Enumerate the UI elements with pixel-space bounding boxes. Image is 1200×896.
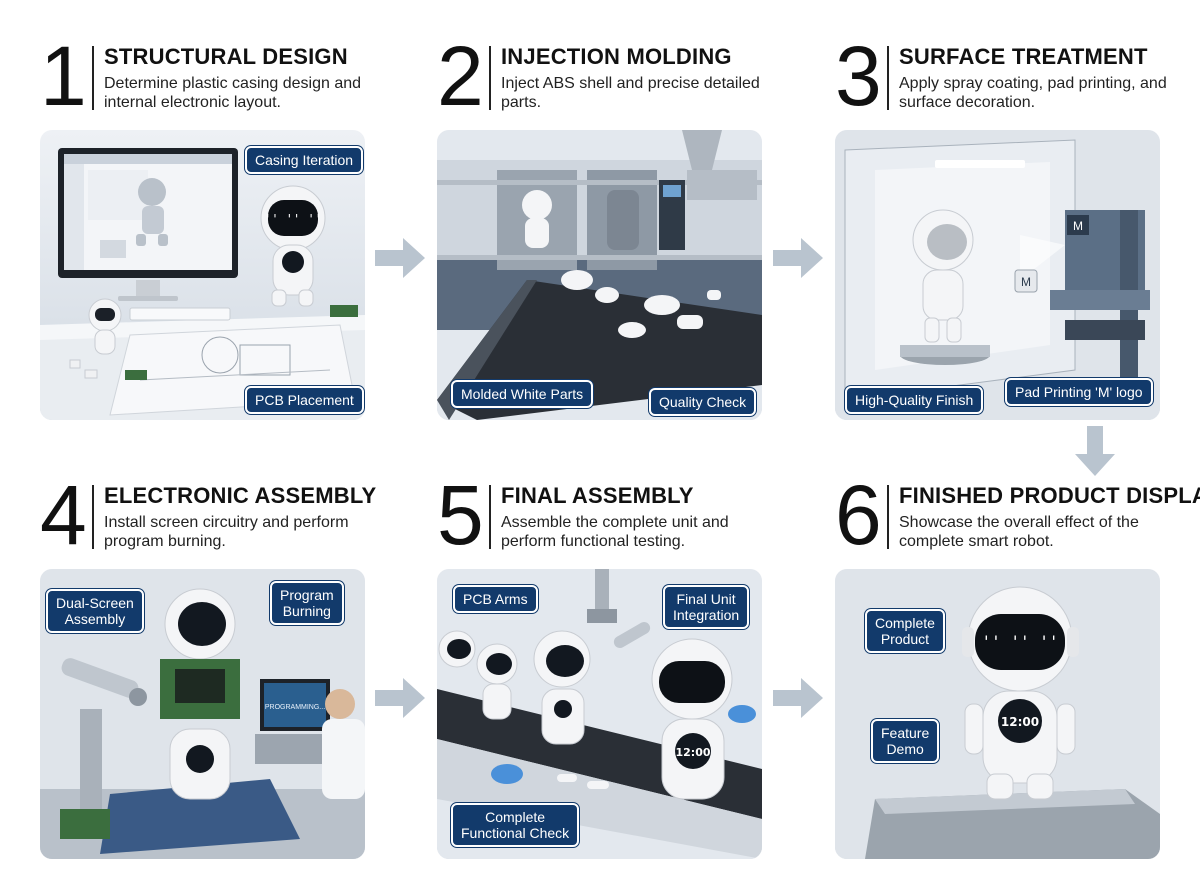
callout-dual-screen-assembly: Dual-Screen Assembly — [46, 589, 144, 633]
step-2-header: 2 INJECTION MOLDING Inject ABS shell and… — [437, 34, 762, 122]
arrow-down-icon — [1075, 426, 1115, 476]
step-6-title: FINISHED PRODUCT DISPLAY — [899, 483, 1200, 508]
step-6-image: '' '' '' 12:00 Complete Product Feature … — [835, 569, 1160, 859]
arrow-right-icon — [375, 238, 425, 278]
step-3-number: 3 — [835, 29, 882, 123]
printer-logo-letter: M — [1073, 219, 1083, 233]
step-1-number: 1 — [40, 29, 87, 123]
callout-high-quality-finish: High-Quality Finish — [845, 386, 984, 414]
monitor-programming-text: PROGRAMMING... — [265, 704, 325, 711]
svg-text:'' '' '': '' '' '' — [981, 632, 1058, 651]
callout-pcb-placement: PCB Placement — [245, 386, 364, 414]
callout-complete-functional-check: Complete Functional Check — [451, 803, 580, 847]
step-6-description: Showcase the overall effect of the compl… — [899, 514, 1139, 550]
callout-casing-iteration: Casing Iteration — [245, 146, 364, 174]
finished-product-illustration: '' '' '' 12:00 — [835, 569, 1160, 859]
injection-machine-illustration — [437, 130, 762, 420]
product-clock-text: 12:00 — [1001, 715, 1039, 729]
arrow-right-icon — [773, 678, 823, 718]
step-1-image: '' '' '' Casing Iteration PCB Placement — [40, 130, 365, 420]
step-4-number: 4 — [40, 468, 87, 562]
step-4-header: 4 ELECTRONIC ASSEMBLY Install screen cir… — [40, 473, 376, 561]
svg-text:'' '' '': '' '' '' — [264, 212, 322, 226]
arrow-right-icon — [375, 678, 425, 718]
step-3-divider — [887, 46, 889, 110]
step-2-divider — [489, 46, 491, 110]
step-1-header: 1 STRUCTURAL DESIGN Determine plastic ca… — [40, 34, 365, 122]
step-6-number: 6 — [835, 468, 882, 562]
arrow-right-icon — [773, 238, 823, 278]
callout-pcb-arms: PCB Arms — [453, 585, 538, 613]
step-5-header: 5 FINAL ASSEMBLY Assemble the complete u… — [437, 473, 762, 561]
step-1-divider — [92, 46, 94, 110]
step-6-header: 6 FINISHED PRODUCT DISPLAY Showcase the … — [835, 473, 1200, 561]
step-2-title: INJECTION MOLDING — [501, 44, 732, 69]
step-5-image: 12:00 PCB Arms Final Unit Integration Co… — [437, 569, 762, 859]
step-1-description: Determine plastic casing design and inte… — [104, 75, 362, 111]
step-4-title: ELECTRONIC ASSEMBLY — [104, 483, 377, 508]
callout-molded-white-parts: Molded White Parts — [451, 380, 594, 408]
step-4-description: Install screen circuitry and perform pro… — [104, 514, 349, 550]
step-5-divider — [489, 485, 491, 549]
robot-clock-text: 12:00 — [675, 746, 710, 759]
step-2-number: 2 — [437, 29, 484, 123]
step-4-image: PROGRAMMING... Dual-Screen Assembly Prog… — [40, 569, 365, 859]
step-2-image: Molded White Parts Quality Check — [437, 130, 762, 420]
design-workstation-illustration: '' '' '' — [40, 148, 365, 420]
callout-quality-check: Quality Check — [649, 388, 757, 416]
callout-final-unit-integration: Final Unit Integration — [663, 585, 750, 629]
step-5-title: FINAL ASSEMBLY — [501, 483, 694, 508]
step-5-description: Assemble the complete unit and perform f… — [501, 514, 729, 550]
step-1-title: STRUCTURAL DESIGN — [104, 44, 348, 69]
step-2-description: Inject ABS shell and precise detailed pa… — [501, 75, 760, 111]
step-6-divider — [887, 485, 889, 549]
step-3-description: Apply spray coating, pad printing, and s… — [899, 75, 1167, 111]
step-5-number: 5 — [437, 468, 484, 562]
spray-booth-illustration: M M — [835, 130, 1160, 420]
step-4-divider — [92, 485, 94, 549]
callout-complete-product: Complete Product — [865, 609, 945, 653]
callout-feature-demo: Feature Demo — [871, 719, 940, 763]
step-3-title: SURFACE TREATMENT — [899, 44, 1148, 69]
step-3-header: 3 SURFACE TREATMENT Apply spray coating,… — [835, 34, 1167, 122]
logo-tag-letter: M — [1021, 275, 1031, 289]
step-3-image: M M High-Quality Finish Pad Printing 'M'… — [835, 130, 1160, 420]
callout-program-burning: Program Burning — [270, 581, 344, 625]
callout-pad-printing-logo: Pad Printing 'M' logo — [1005, 378, 1153, 406]
